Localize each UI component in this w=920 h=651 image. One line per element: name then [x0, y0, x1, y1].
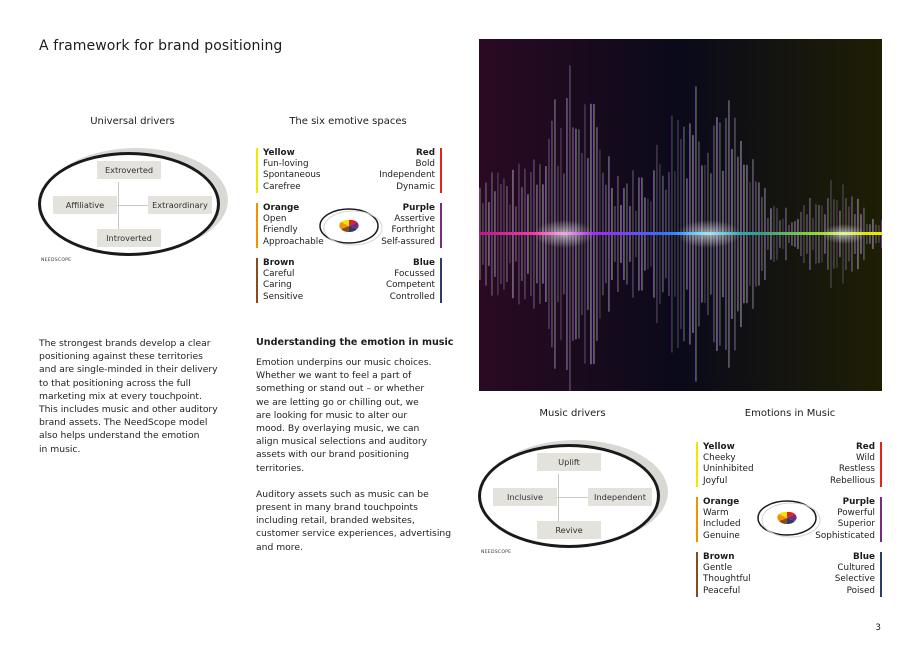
emotion-item: Sophisticated — [815, 530, 875, 541]
emotions-in-music-panel: Yellow Cheeky Uninhibited Joyful Red Wil… — [696, 442, 882, 598]
emotion-item: Joyful — [703, 475, 728, 486]
universal-drivers-diagram: Extroverted Affiliative Extraordinary In… — [38, 146, 228, 264]
space-name: Yellow — [263, 148, 295, 158]
driver-left: Inclusive — [493, 488, 557, 506]
space-item: Caring — [263, 280, 292, 291]
space-red: Red Bold Independent Dynamic — [379, 148, 442, 193]
space-item: Independent — [379, 170, 435, 181]
space-item: Competent — [386, 280, 435, 291]
spectrum-graphic — [479, 39, 882, 391]
driver-bottom: Revive — [537, 521, 601, 539]
space-yellow: Yellow Fun-loving Spontaneous Carefree — [256, 148, 321, 193]
emotion-item: Cultured — [837, 563, 875, 574]
needscope-wheel-icon — [319, 208, 383, 246]
emotion-yellow: Yellow Cheeky Uninhibited Joyful — [696, 442, 754, 487]
space-blue: Blue Focussed Competent Controlled — [386, 258, 442, 303]
space-name: Red — [415, 148, 435, 158]
emotion-item: Powerful — [837, 508, 875, 519]
emotion-item: Rebellious — [830, 475, 875, 486]
emotion-item: Cheeky — [703, 453, 736, 464]
emotion-item: Peaceful — [703, 585, 741, 596]
left-paragraph: The strongest brands develop a clear pos… — [39, 338, 218, 455]
axis-vertical — [558, 474, 559, 522]
driver-right: Extraordinary — [148, 196, 212, 214]
emotion-item: Gentle — [703, 563, 733, 574]
space-name: Blue — [413, 258, 435, 268]
left-column: The strongest brands develop a clear pos… — [39, 337, 239, 469]
emotion-item: Superior — [837, 519, 875, 530]
understanding-heading: Understanding the emotion in music — [256, 337, 454, 348]
emotion-item: Included — [703, 519, 741, 530]
space-item: Forthright — [391, 225, 435, 236]
emotion-name: Purple — [842, 497, 875, 507]
needscope-wheel-icon — [757, 500, 821, 538]
emotion-item: Warm — [703, 508, 729, 519]
space-item: Friendly — [263, 225, 298, 236]
space-item: Assertive — [394, 214, 435, 225]
emotions-in-music-heading: Emotions in Music — [744, 408, 836, 419]
space-item: Dynamic — [396, 181, 435, 192]
driver-right: Independent — [588, 488, 652, 506]
emotion-purple: Purple Powerful Superior Sophisticated — [815, 497, 882, 542]
space-item: Carefree — [263, 181, 301, 192]
middle-paragraph-1: Emotion underpins our music choices. Whe… — [256, 357, 432, 474]
driver-top: Uplift — [537, 453, 601, 471]
space-item: Controlled — [389, 291, 435, 302]
sound-spectrum-image — [479, 39, 882, 391]
space-purple: Purple Assertive Forthright Self-assured — [381, 203, 442, 248]
page-title: A framework for brand positioning — [39, 38, 283, 54]
axis-vertical — [118, 182, 119, 230]
driver-left: Affiliative — [53, 196, 117, 214]
axis-horizontal — [98, 205, 158, 206]
emotion-item: Poised — [846, 585, 875, 596]
emotion-orange: Orange Warm Included Genuine — [696, 497, 741, 542]
space-name: Purple — [402, 203, 435, 213]
space-brown: Brown Careful Caring Sensitive — [256, 258, 303, 303]
space-item: Careful — [263, 269, 295, 280]
space-item: Approachable — [263, 236, 324, 247]
space-item: Fun-loving — [263, 159, 309, 170]
page-number: 3 — [875, 623, 881, 633]
needscope-logo: NEEDSCOPE — [41, 258, 72, 263]
space-item: Focussed — [394, 269, 435, 280]
emotion-blue: Blue Cultured Selective Poised — [835, 552, 882, 597]
emotive-spaces-panel: Yellow Fun-loving Spontaneous Carefree R… — [256, 148, 442, 304]
space-item: Self-assured — [381, 236, 435, 247]
middle-paragraph-2: Auditory assets such as music can be pre… — [256, 488, 452, 553]
emotion-name: Orange — [703, 497, 740, 507]
emotion-brown: Brown Gentle Thoughtful Peaceful — [696, 552, 751, 597]
space-item: Bold — [415, 159, 435, 170]
emotion-red: Red Wild Restless Rebellious — [830, 442, 882, 487]
middle-column: Emotion underpins our music choices. Whe… — [256, 356, 456, 567]
emotion-item: Thoughtful — [703, 574, 751, 585]
emotion-name: Blue — [853, 552, 875, 562]
space-name: Orange — [263, 203, 300, 213]
music-drivers-diagram: Uplift Inclusive Independent Revive NEED… — [478, 438, 668, 556]
space-item: Spontaneous — [263, 170, 321, 181]
emotion-name: Yellow — [703, 442, 735, 452]
driver-top: Extroverted — [97, 161, 161, 179]
emotion-item: Genuine — [703, 530, 740, 541]
space-orange: Orange Open Friendly Approachable — [256, 203, 324, 248]
emotion-name: Red — [855, 442, 875, 452]
space-name: Brown — [263, 258, 295, 268]
space-item: Open — [263, 214, 287, 225]
space-item: Sensitive — [263, 291, 304, 302]
emotion-item: Restless — [838, 464, 875, 475]
music-drivers-heading: Music drivers — [539, 408, 606, 419]
emotion-item: Selective — [834, 574, 875, 585]
needscope-logo: NEEDSCOPE — [481, 550, 512, 555]
emotive-spaces-heading: The six emotive spaces — [289, 116, 407, 127]
universal-drivers-heading: Universal drivers — [90, 116, 175, 127]
emotion-item: Uninhibited — [703, 464, 754, 475]
emotion-name: Brown — [703, 552, 735, 562]
emotion-item: Wild — [856, 453, 875, 464]
axis-horizontal — [538, 497, 598, 498]
driver-bottom: Introverted — [97, 229, 161, 247]
